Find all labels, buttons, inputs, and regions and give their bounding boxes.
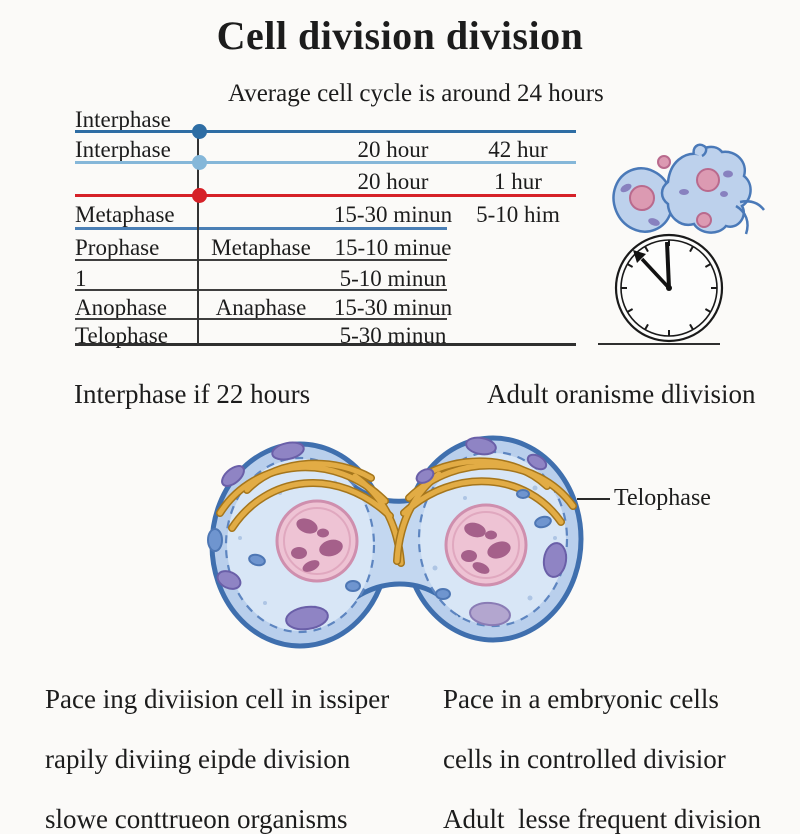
phase-mid-label: Anaphase bbox=[215, 295, 307, 320]
timeline-dot-red bbox=[192, 188, 207, 203]
telophase-cell-illustration bbox=[207, 435, 584, 649]
page-title: Cell division division bbox=[216, 13, 584, 58]
hour-hand bbox=[640, 257, 671, 290]
rule-gray bbox=[75, 259, 447, 261]
clock-icon bbox=[614, 233, 724, 343]
hour-hand-arrowhead bbox=[633, 250, 646, 263]
rule-dark-blue bbox=[75, 130, 576, 133]
duration-value: 5-10 minun bbox=[339, 266, 447, 291]
phase-label: Interphase bbox=[75, 137, 171, 162]
rule-bottom bbox=[75, 343, 576, 346]
phase-mid-label: Metaphase bbox=[211, 235, 311, 260]
duration-value-2: 5-10 him bbox=[476, 202, 560, 227]
rule-gray bbox=[75, 318, 447, 320]
caption-right-line1: Pace in a embryonic cells bbox=[443, 684, 719, 714]
timeline-dot-light-blue bbox=[192, 155, 207, 170]
timeline-axis bbox=[197, 130, 199, 345]
telophase-leader-line bbox=[577, 498, 610, 500]
caption-left-line1: Pace ing diviision cell in issiper bbox=[45, 684, 390, 714]
duration-value: 20 hour bbox=[357, 169, 429, 194]
phase-label: Metaphase bbox=[75, 202, 175, 227]
clock-baseline bbox=[598, 343, 720, 345]
minute-hand bbox=[665, 241, 671, 289]
rule-gray bbox=[75, 289, 447, 291]
rule-red bbox=[75, 194, 576, 197]
subtitle: Average cell cycle is around 24 hours bbox=[228, 80, 604, 107]
telophase-label: Telophase bbox=[614, 485, 711, 511]
phase-label: Prophase bbox=[75, 235, 160, 260]
phase-label: 1 bbox=[75, 266, 87, 291]
nucleus-right bbox=[444, 503, 528, 587]
nucleus-left bbox=[275, 499, 359, 583]
duration-value: 15-30 minun bbox=[333, 295, 453, 320]
dividing-cell-icon bbox=[612, 143, 765, 235]
rule-steel-blue bbox=[75, 227, 447, 230]
caption-right: Pace in a embryonic cells cells in contr… bbox=[443, 684, 761, 834]
duration-value: 20 hour bbox=[357, 137, 429, 162]
duration-value: 15-10 minue bbox=[334, 235, 452, 260]
right-note: Adult oranisme dlivision bbox=[487, 379, 756, 409]
caption-right-line3: Adult lesse frequent division bbox=[443, 804, 761, 834]
duration-value: 15-30 minun bbox=[333, 202, 453, 227]
duration-value-2: 42 hur bbox=[488, 137, 548, 162]
rule-light-blue bbox=[75, 161, 576, 164]
phase-label: Interphase bbox=[75, 107, 171, 132]
caption-left-line2: rapily diviing eipde division bbox=[45, 744, 351, 774]
caption-right-line2: cells in controlled divisior bbox=[443, 744, 726, 774]
left-note: Interphase if 22 hours bbox=[74, 379, 311, 409]
timeline-dot-dark-blue bbox=[192, 124, 207, 139]
duration-value-2: 1 hur bbox=[494, 169, 542, 194]
caption-left: Pace ing diviision cell in issiper rapil… bbox=[45, 684, 389, 834]
caption-left-line3: slowe conttrueon organisms bbox=[45, 804, 348, 834]
phase-label: Anophase bbox=[75, 295, 167, 320]
